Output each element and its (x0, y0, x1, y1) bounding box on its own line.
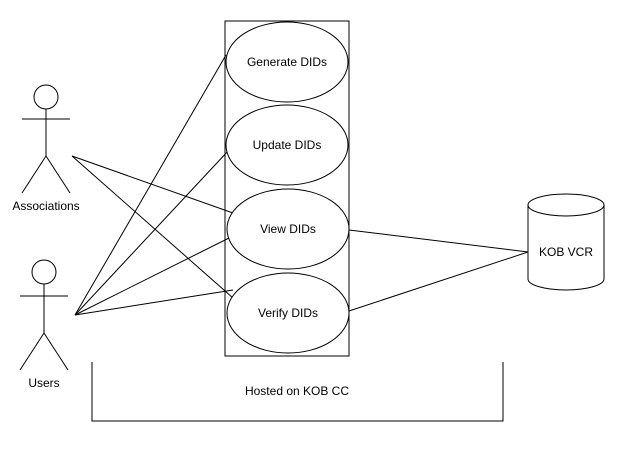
use-case-update-dids: Update DIDs (225, 104, 349, 186)
actor-users-head (31, 259, 57, 285)
link-users-generate (74, 54, 227, 316)
actor-associations-label: Associations (12, 199, 79, 213)
use-case-generate-label: Generate DIDs (247, 55, 327, 69)
use-case-view-label: View DIDs (260, 222, 316, 236)
actor-users-label: Users (28, 376, 59, 390)
use-case-view-dids: View DIDs (226, 188, 350, 270)
link-associations-verify (71, 155, 234, 299)
hosting-label: Hosted on KOB CC (245, 384, 349, 398)
database-body (527, 205, 605, 291)
database-top (527, 193, 605, 217)
use-case-update-label: Update DIDs (253, 138, 322, 152)
actor-associations (21, 84, 71, 194)
use-case-verify-label: Verify DIDs (258, 306, 318, 320)
users-links (74, 54, 234, 316)
actor-users (19, 259, 69, 371)
associations-links (71, 155, 234, 299)
link-users-view (74, 236, 232, 316)
link-associations-view (71, 155, 234, 214)
link-verify-database (348, 251, 529, 312)
database-links (348, 229, 529, 312)
database-kob-vcr: KOB VCR (527, 193, 605, 291)
use-case-generate-dids: Generate DIDs (225, 21, 349, 103)
hosting-bracket (91, 362, 504, 422)
actor-associations-head (33, 84, 59, 110)
link-users-verify (74, 289, 234, 316)
link-view-database (348, 229, 529, 253)
database-label: KOB VCR (539, 245, 593, 259)
use-case-verify-dids: Verify DIDs (226, 272, 350, 354)
link-users-update (74, 149, 230, 316)
